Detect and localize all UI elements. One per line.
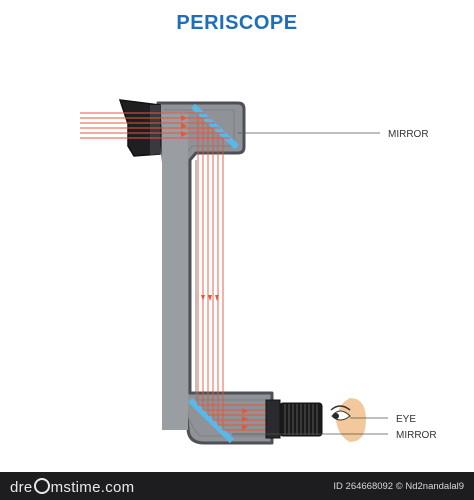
- ray-direction-arrows: [181, 115, 248, 430]
- eye-label: EYE: [396, 414, 416, 425]
- tube-vertical-section: [162, 112, 188, 430]
- mirror-bottom-label: MIRROR: [396, 430, 437, 441]
- top-hood-rim: [150, 105, 160, 155]
- page-title: PERISCOPE: [176, 12, 298, 34]
- incoming-light-rays: [80, 112, 230, 139]
- mirror-top-label: MIRROR: [388, 129, 429, 140]
- image-credit: ID 264668092 © Nd2nandalal9: [333, 481, 464, 492]
- reflected-light-rays-vertical: [197, 113, 224, 430]
- eyepiece-grip-lines: [284, 404, 318, 435]
- logo-circle-icon: [33, 478, 50, 494]
- eye-icon: [330, 398, 366, 442]
- eyepiece-base: [265, 399, 281, 439]
- bottom-mirror: [187, 397, 235, 444]
